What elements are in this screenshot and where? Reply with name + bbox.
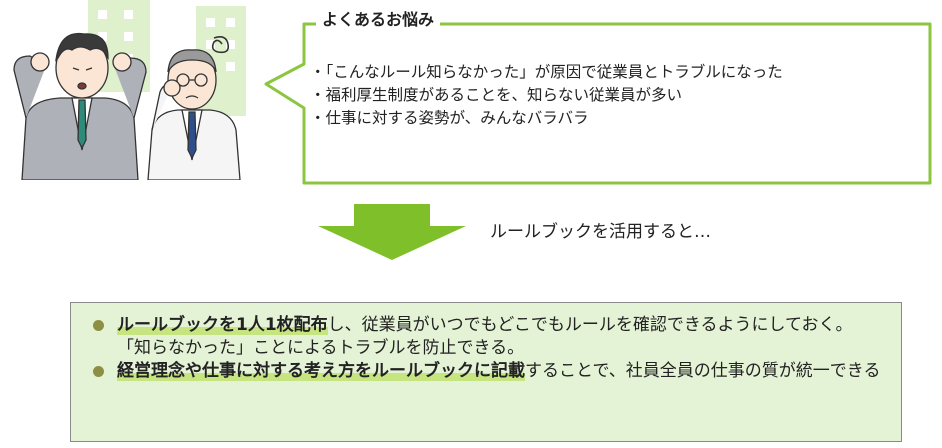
solution-text-2: 「知らなかった」ことによるトラブルを防止できる。 bbox=[117, 338, 525, 358]
solution-text: し、従業員がいつでもどこでもルールを確認できるようにしておく。 bbox=[327, 315, 853, 335]
worry-item: 福利厚生制度があることを、知らない従業員が多い bbox=[310, 84, 783, 107]
worry-item: 仕事に対する姿勢が、みんなバラバラ bbox=[310, 107, 783, 130]
solution-text: することで、社員全員の仕事の質が統一できる bbox=[525, 361, 881, 381]
solution-highlight: ルールブックを1人1枚配布 bbox=[117, 315, 328, 335]
worries-list: 「こんなルール知らなかった」が原因で従業員とトラブルになった 福利厚生制度がある… bbox=[310, 61, 783, 130]
businessmen-figures bbox=[13, 32, 241, 180]
solution-box: ルールブックを1人1枚配布し、従業員がいつでもどこでもルールを確認できるようにし… bbox=[70, 302, 902, 442]
worried-businessmen-illustration bbox=[0, 0, 250, 180]
worry-item: 「こんなルール知らなかった」が原因で従業員とトラブルになった bbox=[310, 61, 783, 84]
worries-speech-bubble: よくあるお悩み 「こんなルール知らなかった」が原因で従業員とトラブルになった 福… bbox=[258, 0, 938, 190]
bullet-icon bbox=[93, 320, 104, 331]
down-arrow-icon bbox=[318, 204, 466, 260]
bubble-title: よくあるお悩み bbox=[316, 9, 441, 31]
arrow-caption: ルールブックを活用すると… bbox=[490, 222, 711, 242]
solution-highlight: 経営理念や仕事に対する考え方をルールブックに記載 bbox=[117, 361, 525, 381]
solution-item: 経営理念や仕事に対する考え方をルールブックに記載することで、社員全員の仕事の質が… bbox=[91, 360, 880, 383]
bullet-icon bbox=[93, 366, 104, 377]
solution-list: ルールブックを1人1枚配布し、従業員がいつでもどこでもルールを確認できるようにし… bbox=[91, 314, 880, 383]
solution-item: ルールブックを1人1枚配布し、従業員がいつでもどこでもルールを確認できるようにし… bbox=[91, 314, 880, 360]
worried-man-left bbox=[13, 32, 147, 180]
worried-man-right bbox=[147, 36, 241, 180]
